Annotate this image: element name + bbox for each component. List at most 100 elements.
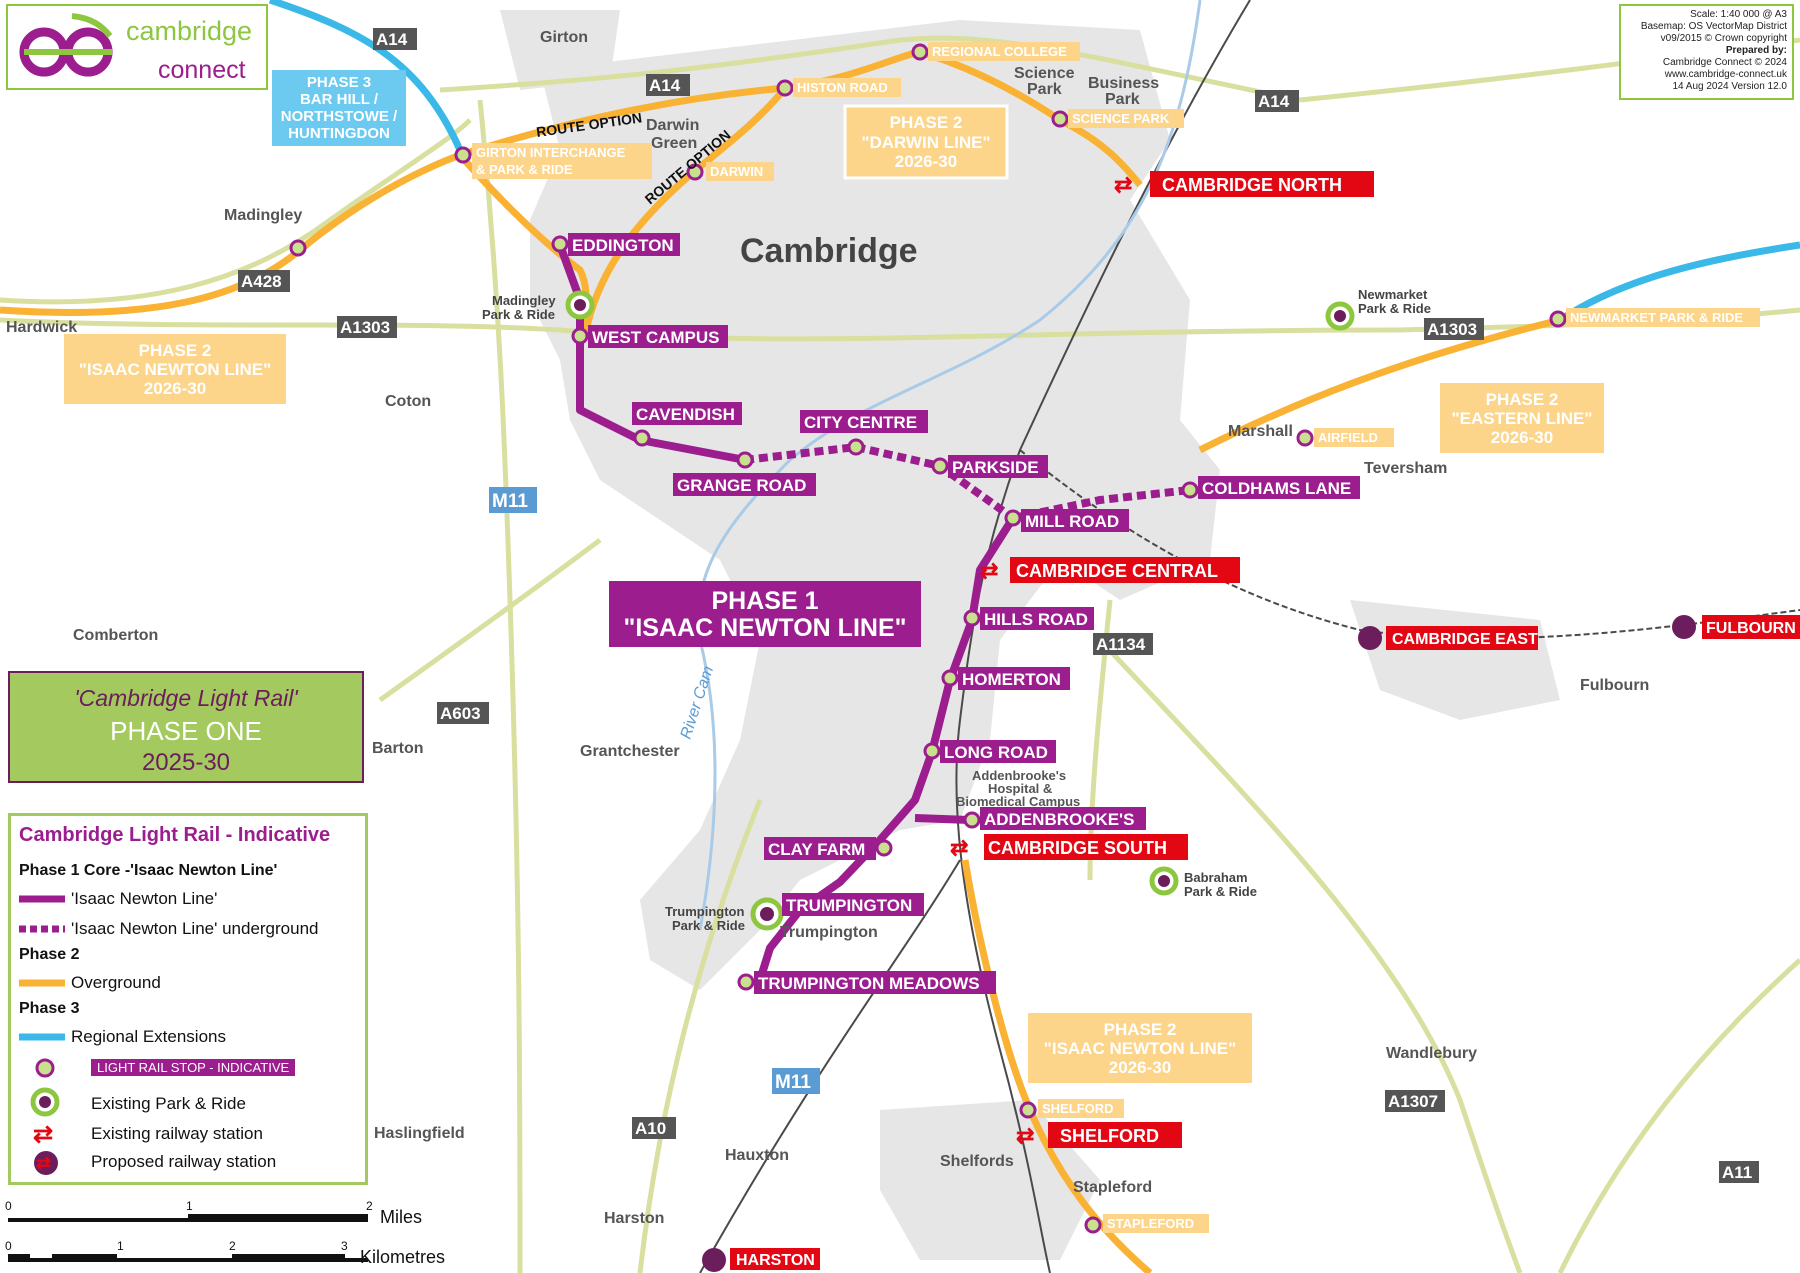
scale-k3: 3 xyxy=(341,1239,348,1253)
label-west-campus: WEST CAMPUS xyxy=(592,328,720,347)
label-shelford-stop: SHELFORD xyxy=(1042,1101,1114,1116)
station-harston: HARSTON xyxy=(736,1252,815,1269)
phase-title-subtitle: 'Cambridge Light Rail' xyxy=(74,685,298,711)
isaac-south-box-1: PHASE 2 xyxy=(1104,1020,1177,1039)
station-fulbourn: FULBOURN xyxy=(1706,620,1796,637)
scale-m2: 2 xyxy=(366,1199,373,1213)
logo-text-2: connect xyxy=(158,56,246,84)
station-cambridge-south: CAMBRIDGE SOUTH xyxy=(988,838,1167,858)
legend-item-overground: Overground xyxy=(71,973,161,992)
proposed-rail-icon-east xyxy=(1358,626,1382,650)
legend-rail-icon: ⇄ xyxy=(33,1121,54,1148)
label-coldhams-lane: COLDHAMS LANE xyxy=(1202,479,1351,498)
stop-regional-college xyxy=(911,43,929,61)
light-rail-stops xyxy=(289,43,1567,1234)
stop-airfield xyxy=(1296,429,1314,447)
legend-title: Cambridge Light Rail - Indicative xyxy=(19,824,331,846)
scale-m1: 1 xyxy=(186,1199,193,1213)
label-grange-road: GRANGE ROAD xyxy=(677,476,806,495)
label-addenbrookes: ADDENBROOKE'S xyxy=(984,810,1134,829)
map-info: Scale: 1:40 000 @ A3 Basemap: OS VectorM… xyxy=(1619,4,1794,100)
stop-clay-farm xyxy=(875,839,893,857)
legend-item-underground: 'Isaac Newton Line' underground xyxy=(71,919,319,938)
urban-area xyxy=(530,20,1220,990)
legend-heading-phase3: Phase 3 xyxy=(19,1000,80,1017)
scale-miles-label: Miles xyxy=(380,1207,423,1227)
legend-dashed-line-icon xyxy=(19,925,65,933)
phase1-box-2: "ISAAC NEWTON LINE" xyxy=(624,614,907,642)
scale-k2: 2 xyxy=(229,1239,236,1253)
label-mill-road: MILL ROAD xyxy=(1025,512,1119,531)
stop-newmarket xyxy=(1549,310,1567,328)
place-grantchester: Grantchester xyxy=(580,743,680,760)
place-biomedical: Biomedical Campus xyxy=(956,794,1080,809)
road-m11-2: M11 xyxy=(775,1072,811,1093)
svg-text:⇄: ⇄ xyxy=(36,1153,51,1173)
place-fulbourn: Fulbourn xyxy=(1580,677,1649,694)
info-basemap-1: Basemap: OS VectorMap District xyxy=(1640,21,1787,32)
label-regional-college: REGIONAL COLLEGE xyxy=(932,44,1067,59)
place-stapleford: Stapleford xyxy=(1073,1179,1152,1196)
stop-darwin xyxy=(686,163,704,181)
label-parkside: PARKSIDE xyxy=(952,458,1039,477)
isaac-south-box-2: "ISAAC NEWTON LINE" xyxy=(1044,1039,1236,1058)
place-shelfords: Shelfords xyxy=(940,1153,1014,1170)
station-shelford: SHELFORD xyxy=(1060,1126,1159,1146)
label-cavendish: CAVENDISH xyxy=(636,405,735,424)
phase3-box-4: HUNTINGDON xyxy=(288,125,390,142)
pr-label-newmarket-1: Newmarket xyxy=(1358,287,1428,302)
stop-parkside xyxy=(931,457,949,475)
scale-bar: 0 1 2 Miles 0 1 2 3 Kilometres xyxy=(0,1195,460,1273)
stop-science-park xyxy=(1051,110,1069,128)
stop-girton xyxy=(454,146,472,164)
legend-orange-line-icon xyxy=(19,979,65,987)
info-prepared: Prepared by: xyxy=(1725,45,1787,56)
legend-blue-line-icon xyxy=(19,1033,65,1041)
isaac-south-box-3: 2026-30 xyxy=(1109,1058,1171,1077)
stop-city-centre xyxy=(847,438,865,456)
road-a1303-1: A1303 xyxy=(340,318,390,337)
isaac-west-box-1: PHASE 2 xyxy=(139,341,212,360)
station-cambridge-north: CAMBRIDGE NORTH xyxy=(1162,175,1342,195)
legend-item-stop: LIGHT RAIL STOP - INDICATIVE xyxy=(91,1059,296,1076)
place-harston: Harston xyxy=(604,1210,664,1227)
legend-item-regional: Regional Extensions xyxy=(71,1027,226,1046)
place-marshall: Marshall xyxy=(1228,423,1293,440)
road-a14-1: A14 xyxy=(376,30,408,49)
road-a14-3: A14 xyxy=(1258,92,1290,111)
urban-area-east xyxy=(1350,600,1560,720)
place-business: Business xyxy=(1088,75,1159,92)
eastern-box-2: "EASTERN LINE" xyxy=(1452,409,1593,428)
place-teversham: Teversham xyxy=(1364,460,1447,477)
legend-solid-line-icon xyxy=(19,895,65,903)
proposed-rail-icon-harston xyxy=(702,1248,726,1272)
stop-homerton xyxy=(941,669,959,687)
legend-item-existing-station: Existing railway station xyxy=(91,1124,263,1143)
city-label: Cambridge xyxy=(740,232,918,270)
stop-cavendish xyxy=(633,429,651,447)
road-m11-1: M11 xyxy=(492,491,528,512)
pr-label-madingley-1: Madingley xyxy=(492,293,556,308)
legend-item-line: 'Isaac Newton Line' xyxy=(71,889,218,908)
road-a603: A603 xyxy=(440,704,481,723)
legend-stop-icon xyxy=(35,1058,55,1078)
legend: Cambridge Light Rail - Indicative Phase … xyxy=(8,813,368,1185)
road-a1134: A1134 xyxy=(1096,635,1146,654)
stop-shelford xyxy=(1019,1101,1037,1119)
scale-bars xyxy=(8,1214,368,1262)
logo-text-1: cambridge xyxy=(126,16,253,46)
place-haslingfield: Haslingfield xyxy=(374,1125,465,1142)
place-barton: Barton xyxy=(372,740,424,757)
place-girton: Girton xyxy=(540,29,588,46)
label-hills-road: HILLS ROAD xyxy=(984,610,1088,629)
stop-grange-road xyxy=(736,451,754,469)
pr-label-babraham-1: Babraham xyxy=(1184,870,1248,885)
stop-coldhams-lane xyxy=(1181,481,1199,499)
stop-madingley xyxy=(289,239,307,257)
rail-icon-south: ⇄ xyxy=(950,835,968,860)
darwin-box-2: "DARWIN LINE" xyxy=(861,133,990,152)
phase1-line xyxy=(556,243,1017,982)
place-darwin: Darwin xyxy=(646,117,699,134)
label-trumpington-meadows: TRUMPINGTON MEADOWS xyxy=(758,974,980,993)
